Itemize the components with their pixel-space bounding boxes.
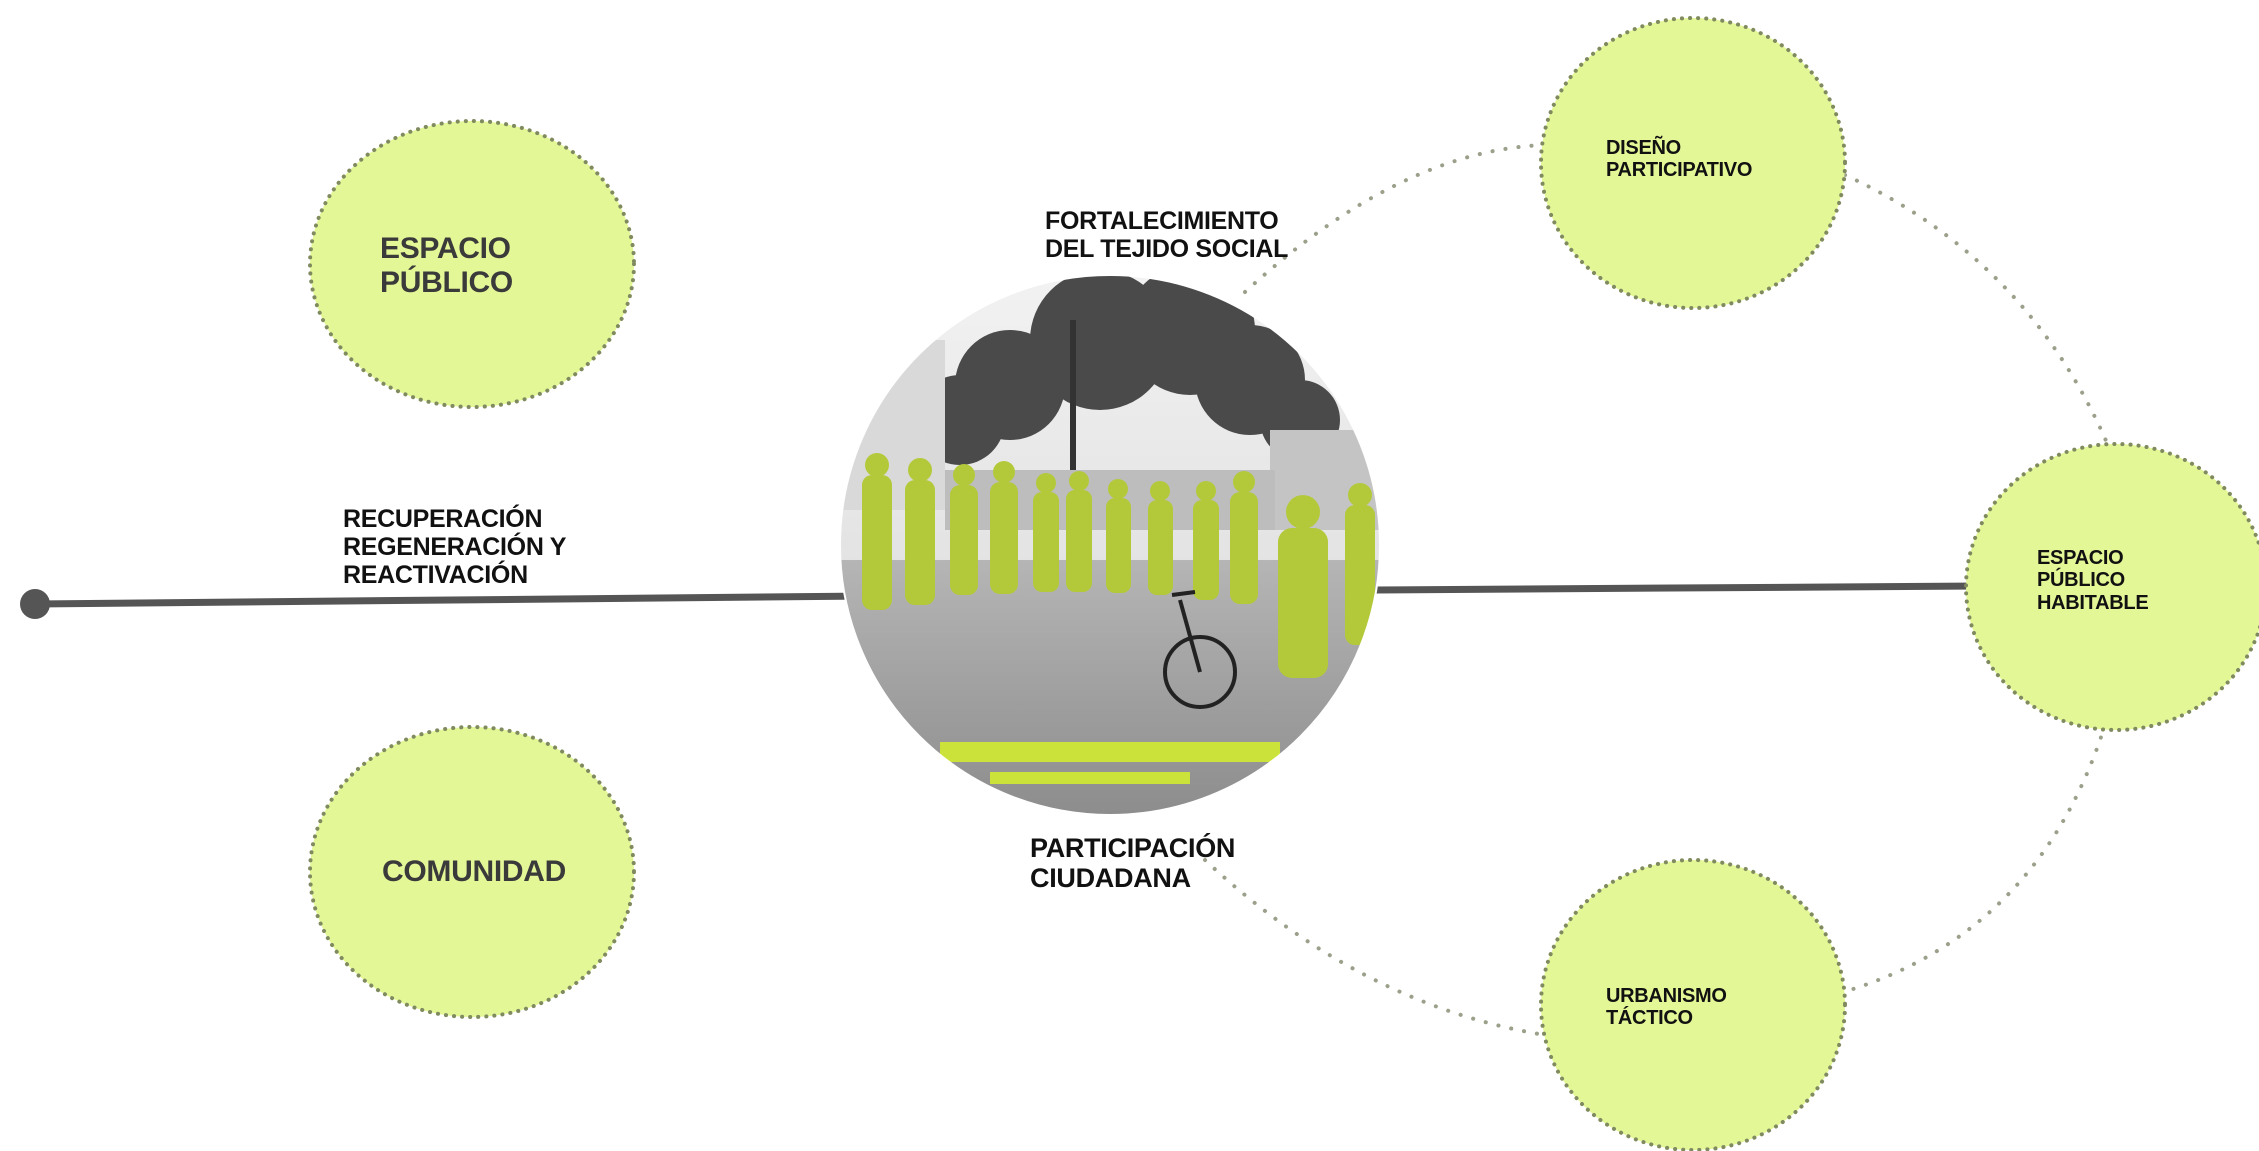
label-recuperacion: RECUPERACIÓN REGENERACIÓN Y REACTIVACIÓN [343, 505, 567, 589]
connector-top-right [1843, 173, 2112, 452]
axis-line-left [34, 592, 871, 608]
bicycle [1163, 590, 1237, 709]
concept-circles [308, 16, 2259, 1151]
photo-border [839, 274, 1381, 816]
label-fortalecimiento: FORTALECIMIENTO DEL TEJIDO SOCIAL [1045, 207, 1289, 263]
connector-bottom-left [1203, 858, 1547, 1037]
highlight-stripe-1 [940, 742, 1280, 762]
circle-espacio-publico-habitable [1964, 442, 2259, 732]
people [862, 453, 1375, 678]
label-participacion: PARTICIPACIÓN CIUDADANA [1030, 833, 1236, 894]
label-urbanismo-tactico: URBANISMO TÁCTICO [1606, 985, 1727, 1030]
dotted-connectors [1203, 143, 2112, 1037]
circle-espacio-publico [308, 119, 636, 409]
circle-comunidad [308, 725, 636, 1019]
circle-diseno-participativo [1539, 16, 1847, 310]
connector-top-left [1243, 143, 1547, 294]
axis-start-dot [20, 589, 50, 619]
label-espacio-publico-habitable: ESPACIO PÚBLICO HABITABLE [2037, 547, 2149, 614]
circle-urbanismo-tactico [1539, 858, 1847, 1151]
label-comunidad: COMUNIDAD [382, 855, 566, 888]
label-espacio-publico: ESPACIO PÚBLICO [380, 232, 513, 299]
highlight-stripe-2 [990, 772, 1190, 784]
axis-line-right [1374, 582, 1981, 594]
connector-bottom-right [1848, 723, 2107, 992]
label-diseno-participativo: DISEÑO PARTICIPATIVO [1606, 137, 1753, 182]
axis [20, 582, 1981, 619]
